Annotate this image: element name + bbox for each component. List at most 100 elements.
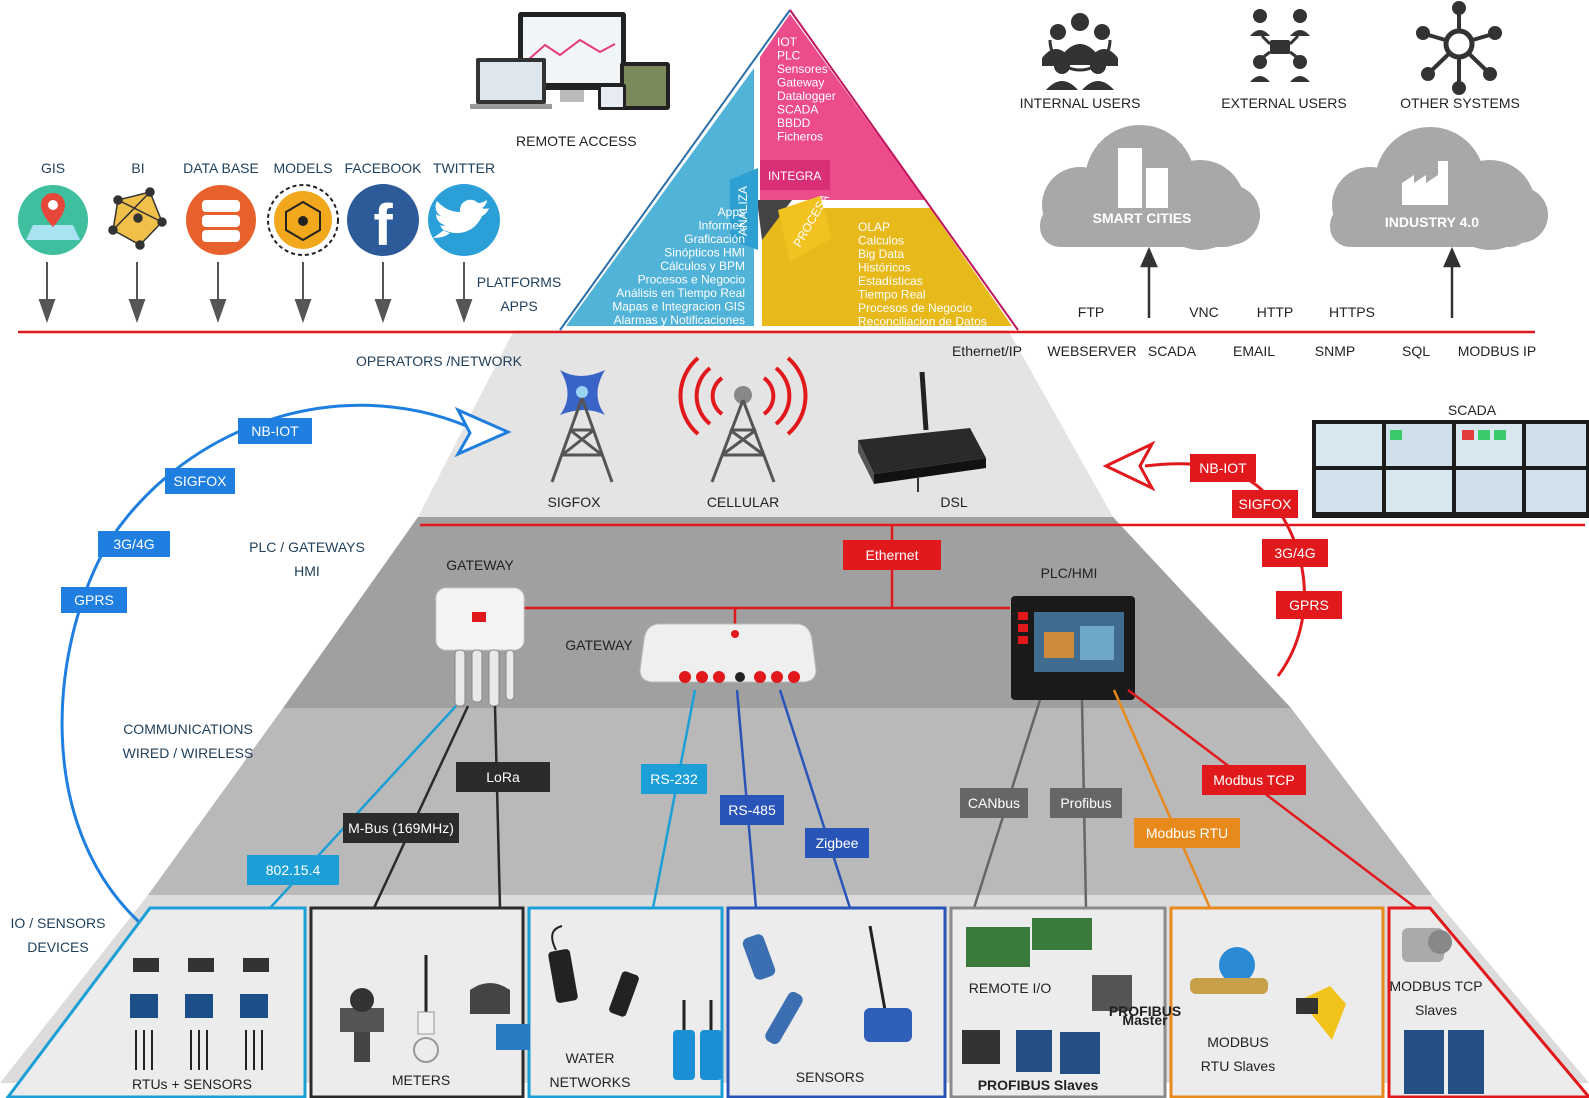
cellular-tower-icon [678, 356, 808, 483]
device-box-modbus-rtu [1169, 906, 1385, 1098]
comm-tag-label: RS-232 [650, 771, 698, 787]
comm-tag [805, 828, 869, 858]
blue-item: Graficación [684, 232, 745, 246]
protocol-https: HTTPS [1329, 304, 1375, 320]
water-network-icon [548, 925, 722, 1080]
left-wireless-tag [98, 531, 170, 557]
app-label-twitter: TWITTER [433, 160, 495, 176]
modbus-tcp-label-2: Slaves [1415, 1002, 1457, 1018]
right-wireless-tag [1276, 591, 1342, 619]
meters-icon [340, 955, 530, 1063]
ethernet-tag-label: Ethernet [866, 547, 919, 563]
arc-arrowhead [454, 406, 512, 458]
facebook-icon: f [347, 184, 419, 258]
yellow-item: Procesos de Negocio [858, 301, 972, 315]
cellular-label: CELLULAR [707, 494, 779, 510]
yellow-item: Reconciliacion de Datos [858, 315, 987, 329]
pink-item: Gateway [777, 76, 824, 90]
devices-layer-content: IO / SENSORS DEVICES RTUs + SENSORS [5, 906, 1589, 1098]
apex-edge-right [789, 9, 1019, 331]
comm-title-2: WIRED / WIRELESS [123, 745, 254, 761]
external-users-label: EXTERNAL USERS [1221, 95, 1347, 111]
top-apps: GIS BI DATA BASE MODELS FACEBOOK TWITTER [18, 160, 562, 324]
app-label-database: DATA BASE [183, 160, 259, 176]
network-icon [108, 187, 167, 250]
comm-tag [247, 855, 339, 885]
water-label-1: WATER [566, 1050, 615, 1066]
gateway-2-device-icon [639, 623, 817, 683]
apex-labels: INTEGRA ANALIZA PROCESA IOTPLCSensoresGa… [612, 35, 987, 329]
plc-title-2: HMI [294, 563, 320, 579]
blue-item: Análisis en Tiempo Real [616, 286, 745, 300]
industry-label: INDUSTRY 4.0 [1385, 214, 1479, 230]
ethernet-ip-label: Ethernet/IP [952, 343, 1022, 359]
scada-monitors-icon [1312, 420, 1589, 518]
left-wireless-tag-label: NB-IOT [251, 423, 299, 439]
gateway-2-label: GATEWAY [565, 637, 633, 653]
right-wireless-tag-label: SIGFOX [1239, 496, 1293, 512]
devices-title-1: IO / SENSORS [11, 915, 106, 931]
yellow-item: Tiempo Real [858, 288, 926, 302]
apps-label: APPS [500, 298, 537, 314]
protocol-email: EMAIL [1233, 343, 1275, 359]
blue-item: Procesos e Negocio [638, 273, 746, 287]
blue-item: Mapas e Integracion GIS [612, 300, 745, 314]
yellow-item: Estadísticas [858, 274, 923, 288]
comm-tag [1134, 818, 1240, 848]
comm-tag-label: 802.15.4 [266, 862, 321, 878]
external-users-icon [1250, 9, 1310, 82]
smart-cities-cloud [1040, 125, 1260, 250]
gateway-1-device-icon [435, 587, 525, 707]
procesa-badge-shape [778, 196, 832, 262]
left-wireless-tag [61, 587, 127, 613]
comm-tag [343, 813, 459, 843]
left-wireless-tag-label: SIGFOX [174, 473, 228, 489]
modbus-rtu-label-2: RTU Slaves [1201, 1058, 1275, 1074]
integra-badge-shape [760, 160, 830, 190]
platforms-label: PLATFORMS [477, 274, 562, 290]
profibus-master-2: Master [1122, 1012, 1168, 1028]
modbus-tcp-label-1: MODBUS TCP [1389, 978, 1482, 994]
database-icon [186, 185, 256, 255]
water-label-2: NETWORKS [550, 1074, 631, 1090]
comm-tag-label: Profibus [1060, 795, 1111, 811]
blue-item: Sinópticos HMI [664, 246, 745, 260]
app-label-models: MODELS [273, 160, 332, 176]
plc-title-1: PLC / GATEWAYS [249, 539, 365, 555]
scada-label: SCADA [1448, 402, 1497, 418]
integra-label: INTEGRA [768, 169, 821, 183]
protocol-vnc: VNC [1189, 304, 1219, 320]
pink-item: IOT [777, 35, 798, 49]
left-wireless-tag-label: 3G/4G [113, 536, 154, 552]
cloud-arrows [1140, 246, 1461, 318]
pink-item: SCADA [777, 103, 818, 117]
pink-item: Ficheros [777, 130, 823, 144]
top-right: INTERNAL USERS EXTERNAL USERS [1020, 1, 1548, 359]
network-layer-content: OPERATORS /NETWORK Ethernet/IP SIGFOX [356, 343, 1589, 518]
blue-item: Informes [698, 219, 745, 233]
comm-tag [1050, 788, 1122, 818]
meters-label: METERS [392, 1072, 450, 1088]
remote-access-label: REMOTE ACCESS [516, 133, 637, 149]
yellow-item: Históricos [858, 261, 911, 275]
rtus-label: RTUs + SENSORS [132, 1076, 252, 1092]
profibus-slaves: PROFIBUS Slaves [978, 1077, 1099, 1093]
protocol-snmp: SNMP [1315, 343, 1355, 359]
right-wireless-tag-label: GPRS [1289, 597, 1329, 613]
apex-analiza-section [566, 68, 754, 326]
layer-communications [148, 708, 1432, 895]
twitter-icon [428, 184, 500, 256]
devices-title-2: DEVICES [27, 939, 88, 955]
comm-layer-content: COMMUNICATIONS WIRED / WIRELESS LoRaM-Bu… [123, 689, 1417, 909]
right-arrowhead [1102, 440, 1156, 492]
plc-hmi-label: PLC/HMI [1041, 565, 1098, 581]
models-icon [267, 184, 339, 256]
left-wireless-tags: NB-IOT SIGFOX 3G/4G GPRS [61, 418, 312, 613]
app-label-gis: GIS [41, 160, 65, 176]
app-arrows [38, 262, 473, 324]
comm-tag-label: CANbus [968, 795, 1020, 811]
blue-item: Apps [718, 205, 745, 219]
left-wireless-tag-label: GPRS [74, 592, 114, 608]
